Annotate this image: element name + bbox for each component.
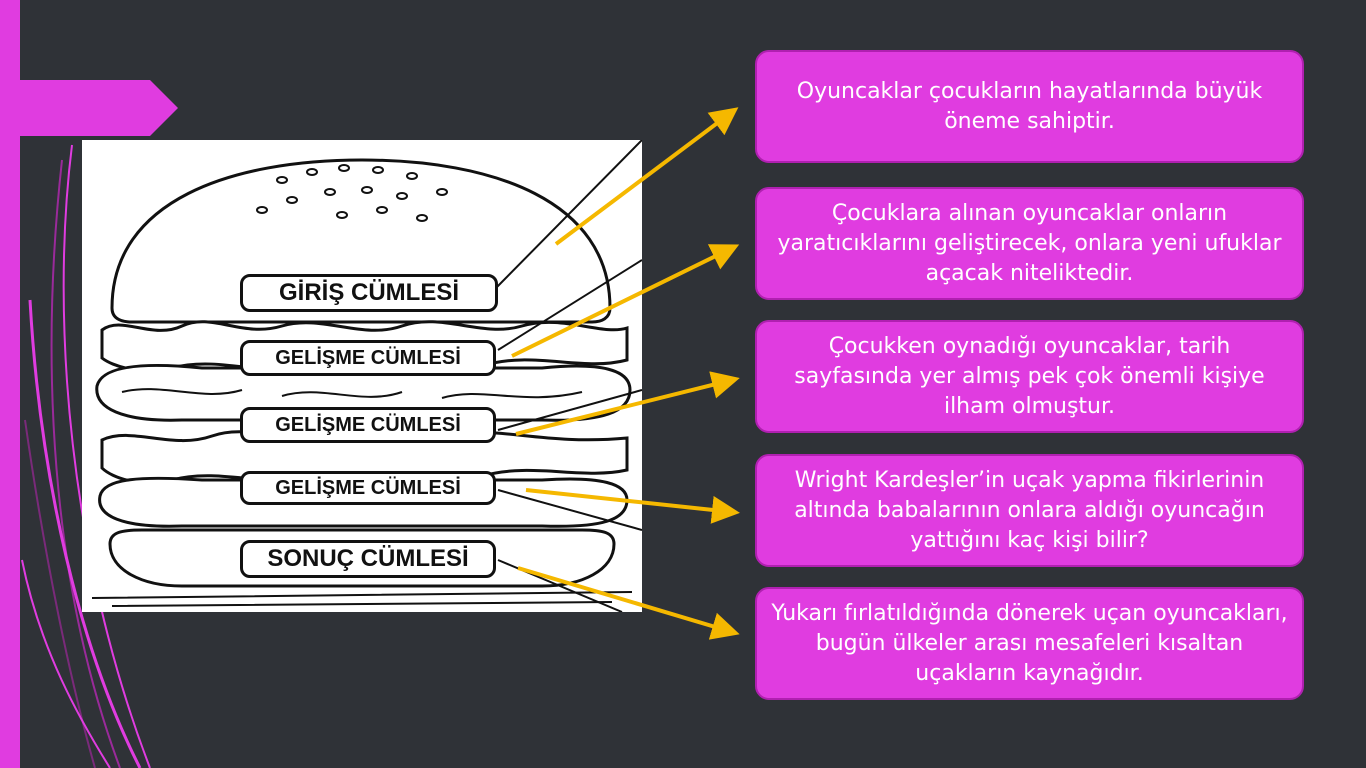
callout-development-2: Çocukken oynadığı oyuncaklar, tarih sayf… xyxy=(755,320,1304,433)
label-development-sentence-3: GELİŞME CÜMLESİ xyxy=(240,471,496,505)
label-conclusion-sentence: SONUÇ CÜMLESİ xyxy=(240,540,496,578)
decorative-lines xyxy=(21,144,151,768)
callout-development-1: Çocuklara alınan oyuncaklar onların yara… xyxy=(755,187,1304,300)
label-development-sentence-1: GELİŞME CÜMLESİ xyxy=(240,340,496,376)
title-arrow-shape xyxy=(20,80,178,136)
label-introduction-sentence: GİRİŞ CÜMLESİ xyxy=(240,274,498,312)
accent-strip xyxy=(0,0,20,768)
burger-illustration: GİRİŞ CÜMLESİ GELİŞME CÜMLESİ GELİŞME CÜ… xyxy=(82,139,643,613)
callout-introduction: Oyuncaklar çocukların hayatlarında büyük… xyxy=(755,50,1304,163)
label-development-sentence-2: GELİŞME CÜMLESİ xyxy=(240,407,496,443)
callout-development-3: Wright Kardeşler’in uçak yapma fikirleri… xyxy=(755,454,1304,567)
callout-conclusion: Yukarı fırlatıldığında dönerek uçan oyun… xyxy=(755,587,1304,700)
